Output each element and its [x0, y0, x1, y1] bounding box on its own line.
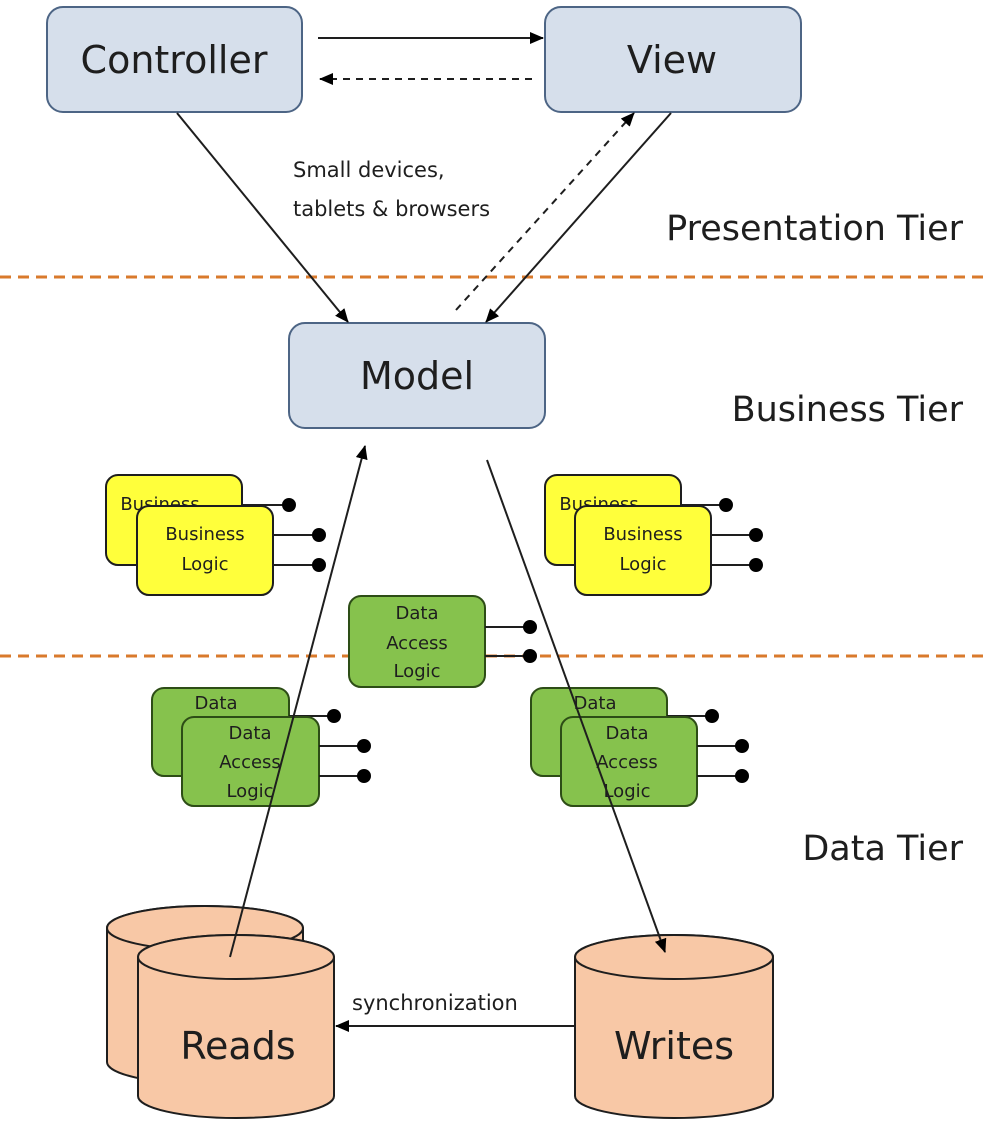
view-node: View	[544, 6, 802, 113]
connector-dot	[523, 620, 537, 634]
model-to-view-dashed-arrow	[455, 112, 635, 311]
data-access-logic-middle: Data Access Logic	[348, 595, 537, 688]
writes-database: Writes	[574, 934, 774, 1119]
business-logic-left: Business Business Logic	[105, 474, 326, 596]
data-access-right-label-3: Logic	[603, 781, 650, 802]
view-label: View	[627, 38, 717, 82]
data-access-right-label-2: Access	[596, 752, 658, 773]
model-node: Model	[288, 322, 546, 429]
business-logic-left-label-2: Logic	[181, 554, 228, 575]
data-access-left-label-3: Logic	[226, 781, 273, 802]
connector-dot	[282, 498, 296, 512]
synchronization-label: synchronization	[352, 991, 518, 1015]
model-to-writes-arrow	[486, 459, 667, 953]
reads-to-model-arrow	[229, 445, 368, 958]
presentation-tier-label: Presentation Tier	[666, 209, 963, 249]
data-tier-label: Data Tier	[802, 829, 963, 869]
connector-dot	[735, 769, 749, 783]
connector-dot	[749, 528, 763, 542]
controller-label: Controller	[81, 38, 268, 82]
connector-dot	[357, 769, 371, 783]
connector-dot	[705, 709, 719, 723]
data-access-middle-label-3: Logic	[393, 661, 440, 682]
connector-dot	[719, 498, 733, 512]
connector-dot	[312, 528, 326, 542]
data-access-left-back-label: Data	[195, 693, 238, 714]
connector-dot	[327, 709, 341, 723]
connector-dot	[735, 739, 749, 753]
data-access-middle-label-2: Access	[386, 633, 448, 654]
devices-label-line2: tablets & browsers	[293, 197, 490, 221]
controller-to-model-arrow	[176, 112, 349, 323]
business-logic-right-label-2: Logic	[619, 554, 666, 575]
view-to-model-arrow	[485, 112, 672, 323]
data-access-right-label-1: Data	[606, 723, 649, 744]
data-access-logic-right: Data Data Access Logic	[530, 687, 749, 807]
devices-label-line1: Small devices,	[293, 158, 445, 182]
data-access-left-label-2: Access	[219, 752, 281, 773]
data-access-middle-label-1: Data	[396, 603, 439, 624]
data-access-right-back-label: Data	[574, 693, 617, 714]
business-logic-right-label-1: Business	[603, 524, 682, 545]
model-label: Model	[360, 354, 474, 398]
reads-label: Reads	[180, 1024, 295, 1068]
connector-dot	[749, 558, 763, 572]
business-logic-right: Business Business Logic	[544, 474, 763, 596]
business-tier-label: Business Tier	[732, 390, 964, 430]
connector-dot	[312, 558, 326, 572]
data-access-left-label-1: Data	[229, 723, 272, 744]
data-access-logic-left: Data Data Access Logic	[151, 687, 371, 807]
reads-database: Reads	[106, 905, 335, 1119]
connector-dot	[357, 739, 371, 753]
controller-node: Controller	[46, 6, 303, 113]
business-logic-left-label-1: Business	[165, 524, 244, 545]
writes-label: Writes	[614, 1024, 734, 1068]
connector-dot	[523, 649, 537, 663]
